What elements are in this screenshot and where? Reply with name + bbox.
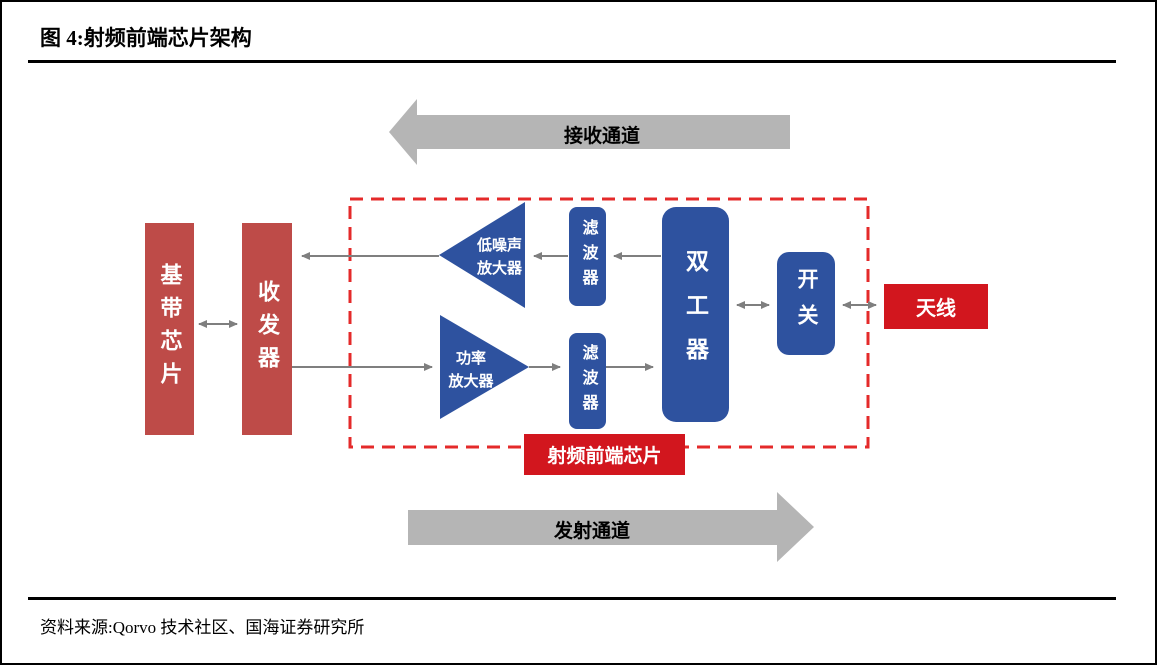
filter-rx-block: 滤波器 xyxy=(569,207,606,306)
antenna-label: 天线 xyxy=(916,298,956,320)
switch-label: 开关 xyxy=(795,267,818,340)
duplexer-label: 双工器 xyxy=(682,248,709,381)
lna-label-line2: 放大器 xyxy=(476,260,522,277)
rf-frontend-dashed-outline xyxy=(348,197,870,449)
filter-tx-block: 滤波器 xyxy=(569,333,606,429)
lna-triangle xyxy=(439,202,525,308)
transmit-channel-arrow xyxy=(408,492,814,562)
baseband-chip-label: 基带芯片 xyxy=(157,263,183,395)
pa-label-line1: 功率 xyxy=(455,350,486,367)
pa-triangle xyxy=(440,315,529,419)
rf-frontend-chip-tag: 射频前端芯片 xyxy=(524,434,685,475)
filter-tx-label: 滤波器 xyxy=(579,343,597,419)
switch-block: 开关 xyxy=(777,252,835,355)
pa-label-line2: 放大器 xyxy=(448,373,494,390)
title-underline-rule xyxy=(28,60,1116,63)
transceiver-label: 收发器 xyxy=(255,279,280,379)
figure-title: 图 4:射频前端芯片架构 xyxy=(40,26,252,50)
transmit-channel-label: 发射通道 xyxy=(553,521,630,542)
source-top-rule xyxy=(28,597,1116,600)
receive-channel-arrow xyxy=(389,99,790,165)
receive-channel-label: 接收通道 xyxy=(563,126,640,147)
baseband-chip-block: 基带芯片 xyxy=(145,223,194,435)
duplexer-block: 双工器 xyxy=(662,207,729,422)
filter-rx-label: 滤波器 xyxy=(579,219,597,294)
antenna-block: 天线 xyxy=(884,284,988,329)
transceiver-block: 收发器 xyxy=(242,223,292,435)
lna-label-line1: 低噪声 xyxy=(476,237,522,254)
rf-frontend-chip-label: 射频前端芯片 xyxy=(547,446,662,467)
figure-source: 资料来源:Qorvo 技术社区、国海证券研究所 xyxy=(40,618,365,637)
pa-label: 功率 放大器 xyxy=(431,347,511,393)
lna-label: 低噪声 放大器 xyxy=(452,234,547,280)
